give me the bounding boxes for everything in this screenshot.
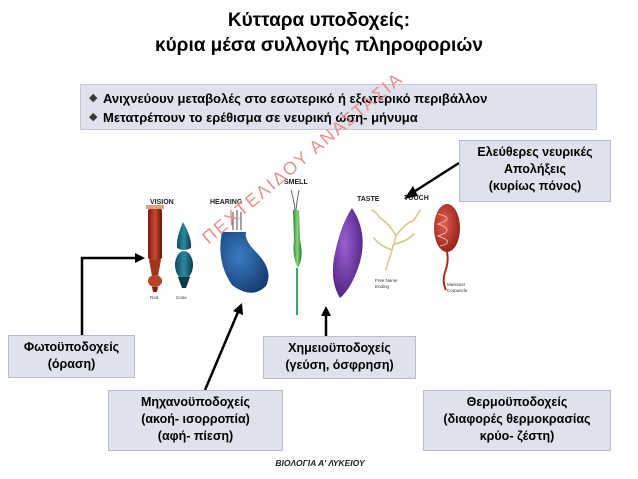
box-line: Ελεύθερες νευρικές — [477, 145, 593, 159]
box-line: Φωτοϋποδοχείς — [23, 340, 120, 354]
mechanoreceptors-box: Μηχανοϋποδοχείς (ακοή- ισορροπία) (αφή- … — [108, 390, 283, 451]
label-cone: Cone — [176, 295, 187, 300]
photoreceptors-box: Φωτοϋποδοχείς (όραση) — [8, 335, 135, 378]
meissner-corpuscle — [434, 204, 460, 291]
label-corpuscle: Corpuscle — [447, 288, 468, 293]
slide-title-line1: Κύτταρα υποδοχείς: — [227, 10, 411, 31]
bullet-list: ◆ Ανιχνεύουν μεταβολές στο εσωτερικό ή ε… — [80, 84, 597, 130]
label-smell: SMELL — [284, 179, 308, 186]
box-line: (ακοή- ισορροπία) — [141, 412, 250, 426]
box-line: κρύο- ζέστη) — [479, 429, 555, 443]
box-line: (αφή- πίεση) — [157, 429, 234, 443]
arrow-chemoreceptors — [321, 306, 331, 336]
free-nerve-endings-box: Ελεύθερες νευρικές Απολήξεις (κυρίως πόν… — [459, 140, 611, 202]
label-vision: VISION — [150, 199, 174, 206]
slide-title-line2: κύρια μέσα συλλογής πληροφοριών — [155, 35, 483, 56]
label-touch: TOUCH — [404, 195, 429, 202]
rod-cell — [146, 205, 164, 292]
bullet-text: Ανιχνεύουν μεταβολές στο εσωτερικό ή εξω… — [103, 91, 488, 106]
free-nerve-ending — [371, 209, 421, 271]
label-rod: Rod — [150, 295, 159, 300]
chemoreceptors-box: Χημειοϋποδοχείς (γεύση, όσφρηση) — [263, 336, 416, 379]
box-line: (γεύση, όσφρηση) — [285, 358, 394, 372]
hair-cell — [220, 210, 269, 293]
box-line: (όραση) — [47, 357, 96, 371]
label-meissner: Meissner — [447, 282, 466, 287]
taste-cell — [332, 208, 363, 298]
label-taste: TASTE — [357, 196, 380, 203]
box-line: Θερμοϋποδοχείς — [466, 395, 568, 409]
diamond-bullet-icon: ◆ — [89, 111, 98, 123]
box-line: (διαφορές θερμοκρασίας — [443, 412, 591, 426]
cone-cell — [175, 222, 193, 288]
diamond-bullet-icon: ◆ — [89, 92, 98, 104]
thermoreceptors-box: Θερμοϋποδοχείς (διαφορές θερμοκρασίας κρ… — [423, 390, 611, 451]
bullet-item: ◆ Μετατρέπουν το ερέθισμα σε νευρική ώση… — [89, 108, 590, 127]
box-line: Απολήξεις — [504, 162, 566, 176]
box-line: (κυρίως πόνος) — [488, 179, 582, 193]
label-free-nerve: Free Nerve — [375, 278, 398, 283]
box-line: Χημειοϋποδοχείς — [288, 341, 391, 355]
box-line: Μηχανοϋποδοχείς — [140, 395, 251, 409]
arrow-mechanoreceptors — [203, 303, 243, 391]
label-hearing: HEARING — [210, 199, 243, 206]
footer-text: ΒΙΟΛΟΓΙΑ Α' ΛΥΚΕΙΟΥ — [275, 458, 365, 468]
olfactory-cell — [290, 189, 302, 315]
bullet-text: Μετατρέπουν το ερέθισμα σε νευρική ώση- … — [103, 110, 418, 125]
arrow-free-endings — [404, 161, 460, 199]
arrow-photoreceptors — [80, 253, 145, 335]
bullet-item: ◆ Ανιχνεύουν μεταβολές στο εσωτερικό ή ε… — [89, 89, 590, 108]
label-ending: Ending — [375, 284, 390, 289]
